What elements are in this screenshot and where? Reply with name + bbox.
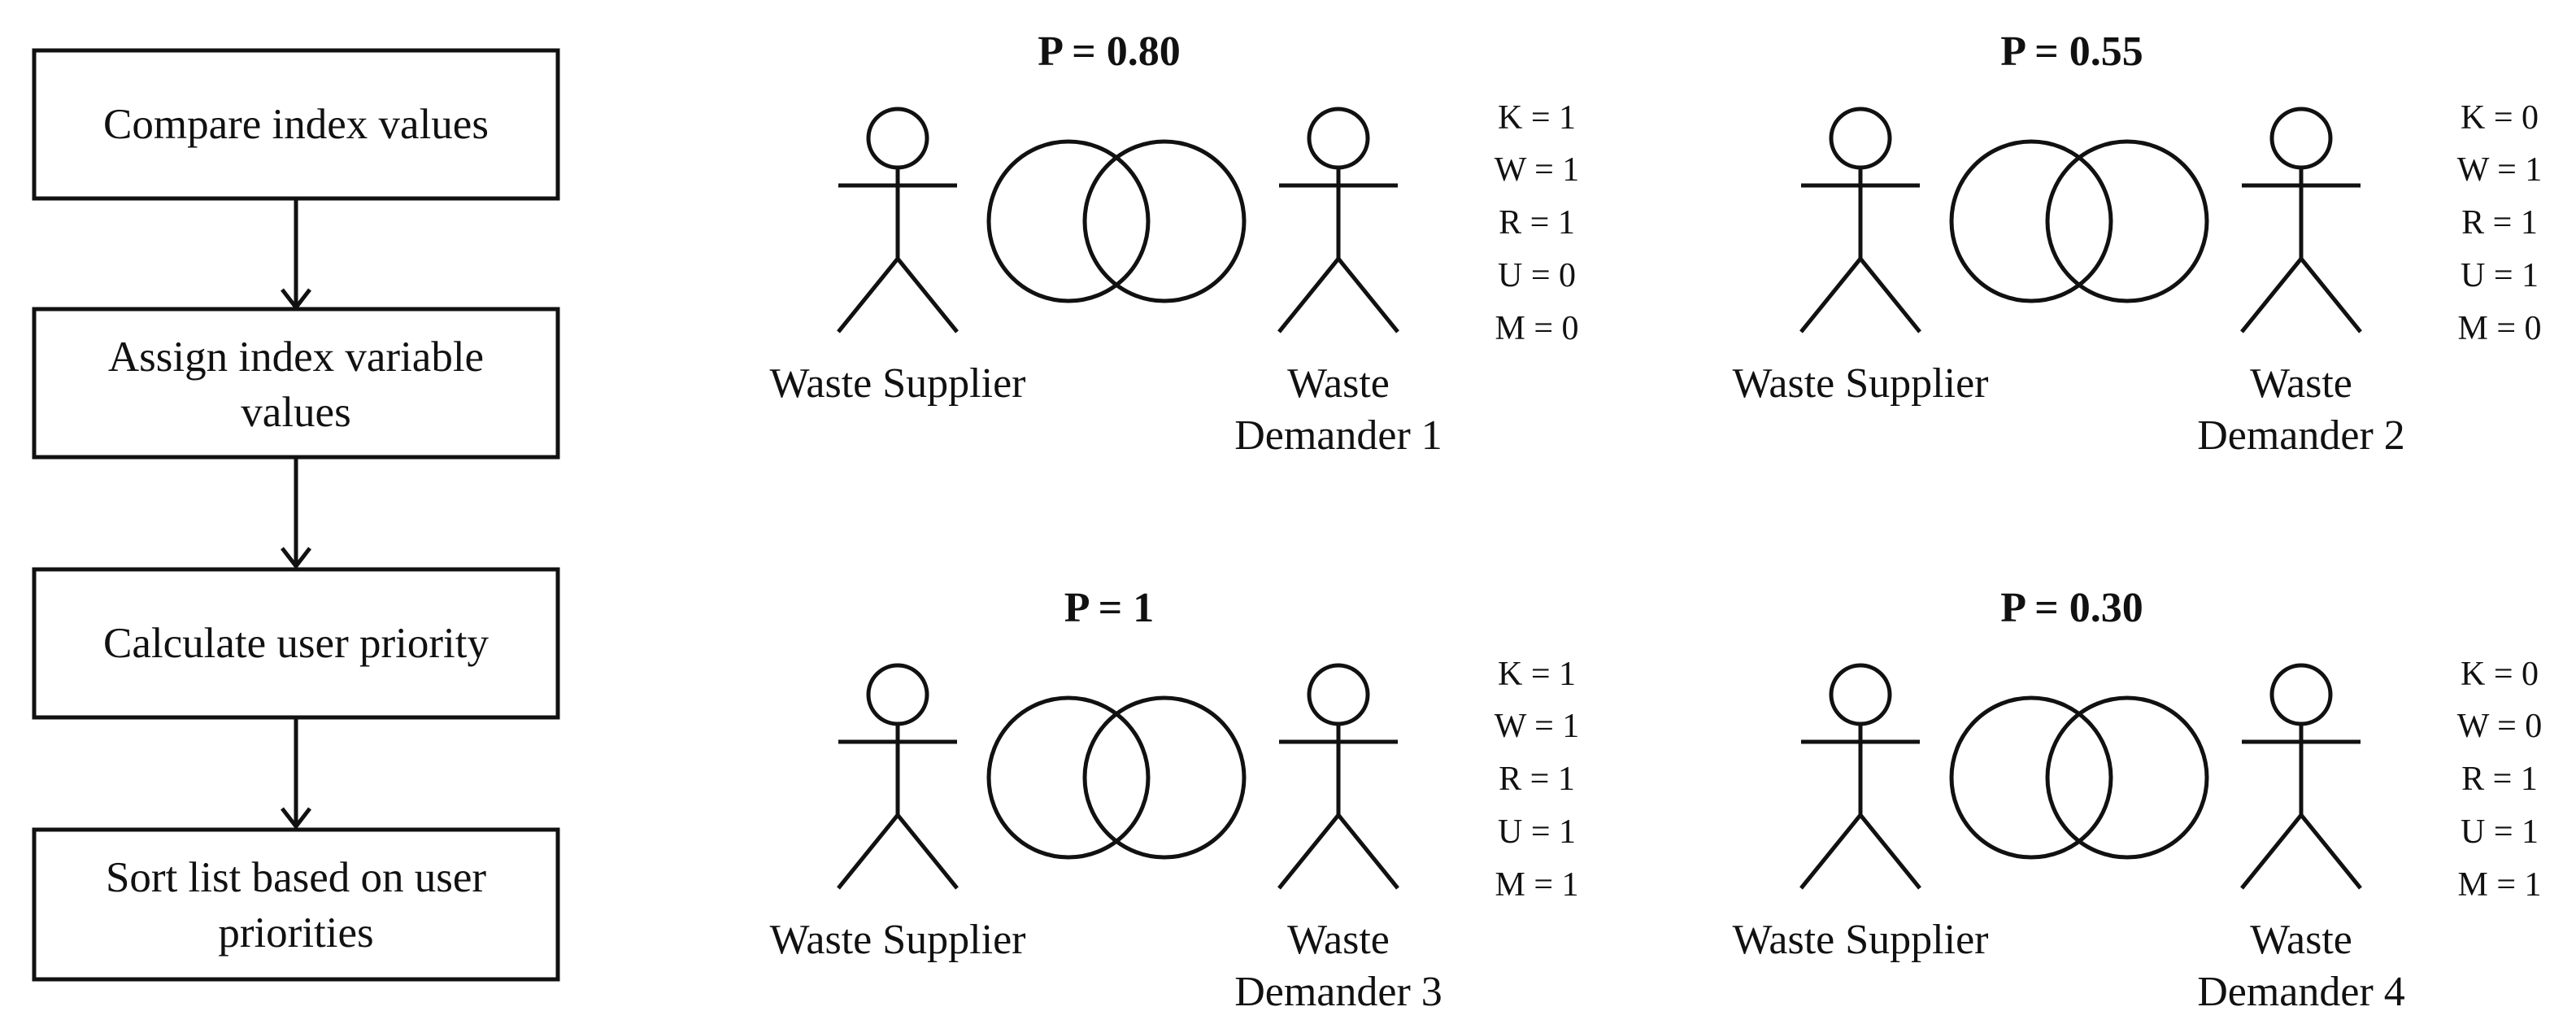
overlap-circles-icon xyxy=(1949,695,2209,860)
variable-w: W = 1 xyxy=(1495,708,1580,745)
flow-step-label-line1: Assign index variable xyxy=(108,333,484,381)
supplier-label: Waste Supplier xyxy=(770,360,1026,407)
variable-m: M = 1 xyxy=(2457,866,2541,904)
variable-m: M = 0 xyxy=(2457,310,2541,347)
variable-list: K = 1 W = 1 R = 1 U = 0 M = 0 xyxy=(1495,99,1580,347)
variable-list: K = 0 W = 0 R = 1 U = 1 M = 1 xyxy=(2457,656,2543,904)
demander-figure-icon xyxy=(1277,663,1399,890)
supplier-figure-icon xyxy=(1799,663,1921,890)
demander-label-line2: Demander 1 xyxy=(1234,412,1442,459)
priority-value: P = 1 xyxy=(1064,585,1155,631)
overlap-circles-icon xyxy=(986,139,1247,303)
supplier-label: Waste Supplier xyxy=(770,917,1026,963)
variable-k: K = 0 xyxy=(2461,656,2539,693)
demander-label-line1: Waste xyxy=(1287,360,1390,407)
flow-step-label-line1: Sort list based on user xyxy=(106,854,486,901)
scenario-2: P = 0.55 Waste Supplier Waste Demander 2… xyxy=(1733,28,2543,459)
scenario-4: P = 0.30 Waste Supplier Waste Demander 4… xyxy=(1733,585,2543,1015)
variable-u: U = 1 xyxy=(2461,813,2539,851)
demander-label-line2: Demander 3 xyxy=(1234,969,1442,1015)
scenario-3: P = 1 Waste Supplier Waste Demander 3 K … xyxy=(770,585,1580,1015)
flow-step-assign: Assign index variable values xyxy=(32,307,560,460)
overlap-circles-icon xyxy=(986,695,1247,860)
supplier-figure-icon xyxy=(837,663,959,890)
demander-label-line1: Waste xyxy=(2250,917,2352,963)
variable-u: U = 1 xyxy=(2461,257,2539,294)
supplier-label: Waste Supplier xyxy=(1733,917,1989,963)
flow-arrow xyxy=(281,717,311,830)
demander-figure-icon xyxy=(2240,107,2362,333)
variable-k: K = 0 xyxy=(2461,99,2539,137)
demander-figure-icon xyxy=(2240,663,2362,890)
variable-r: R = 1 xyxy=(1499,204,1575,242)
variable-w: W = 0 xyxy=(2457,708,2543,745)
flow-arrow xyxy=(281,198,311,312)
variable-m: M = 1 xyxy=(1495,866,1578,904)
variable-list: K = 0 W = 1 R = 1 U = 1 M = 0 xyxy=(2457,99,2543,347)
flow-step-compare: Compare index values xyxy=(32,48,560,201)
variable-r: R = 1 xyxy=(2461,204,2538,242)
flow-step-label: Calculate user priority xyxy=(103,620,489,667)
variable-k: K = 1 xyxy=(1498,99,1576,137)
supplier-label: Waste Supplier xyxy=(1733,360,1989,407)
scenario-1: P = 0.80 Waste Supplier Waste Demander 1… xyxy=(770,28,1580,459)
demander-label-line1: Waste xyxy=(1287,917,1390,963)
variable-r: R = 1 xyxy=(1499,761,1575,798)
variable-u: U = 1 xyxy=(1498,813,1576,851)
flow-step-calculate: Calculate user priority xyxy=(32,567,560,720)
supplier-figure-icon xyxy=(837,107,959,333)
variable-w: W = 1 xyxy=(1495,151,1580,189)
priority-value: P = 0.80 xyxy=(1038,28,1181,75)
variable-k: K = 1 xyxy=(1498,656,1576,693)
variable-r: R = 1 xyxy=(2461,761,2538,798)
supplier-figure-icon xyxy=(1799,107,1921,333)
flow-step-label-line2: priorities xyxy=(218,909,373,957)
variable-list: K = 1 W = 1 R = 1 U = 1 M = 1 xyxy=(1495,656,1580,904)
variable-u: U = 0 xyxy=(1498,257,1576,294)
variable-w: W = 1 xyxy=(2457,151,2543,189)
flow-box xyxy=(32,827,560,982)
flow-step-sort: Sort list based on user priorities xyxy=(32,827,560,982)
demander-label-line2: Demander 4 xyxy=(2197,969,2405,1015)
overlap-circles-icon xyxy=(1949,139,2209,303)
flowchart: Compare index values Assign index variab… xyxy=(32,48,560,982)
flow-step-label-line2: values xyxy=(241,389,350,436)
demander-figure-icon xyxy=(1277,107,1399,333)
flow-arrow xyxy=(281,457,311,570)
demander-label-line1: Waste xyxy=(2250,360,2352,407)
demander-label-line2: Demander 2 xyxy=(2197,412,2405,459)
variable-m: M = 0 xyxy=(1495,310,1578,347)
priority-value: P = 0.55 xyxy=(2000,28,2143,75)
flow-step-label: Compare index values xyxy=(103,101,489,148)
priority-value: P = 0.30 xyxy=(2000,585,2143,631)
